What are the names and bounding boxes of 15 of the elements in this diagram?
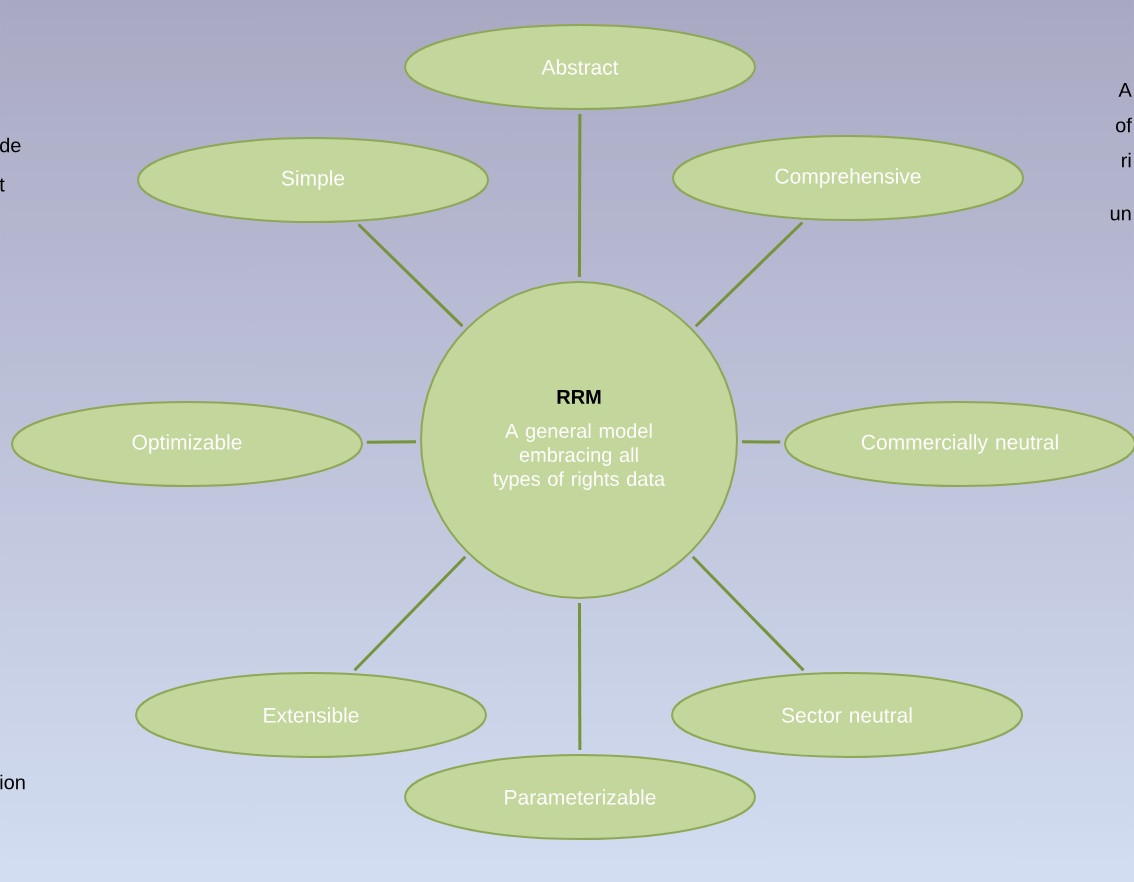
connector-line	[691, 555, 805, 672]
connector-line	[741, 440, 781, 444]
text-fragment: un	[1110, 209, 1131, 221]
connector-line	[577, 114, 582, 277]
connector-line	[694, 221, 804, 328]
text-fragment: ion	[0, 774, 25, 790]
connector-line	[353, 555, 467, 672]
connector-line	[366, 440, 417, 444]
text-fragment: de	[0, 137, 21, 153]
text-fragment: ri	[1122, 152, 1131, 168]
text-fragment: A	[1118, 83, 1132, 97]
text-fragment: of	[1116, 117, 1132, 133]
text-fragment: t	[0, 178, 5, 192]
connector-line	[577, 603, 582, 750]
connector-line	[357, 223, 464, 328]
